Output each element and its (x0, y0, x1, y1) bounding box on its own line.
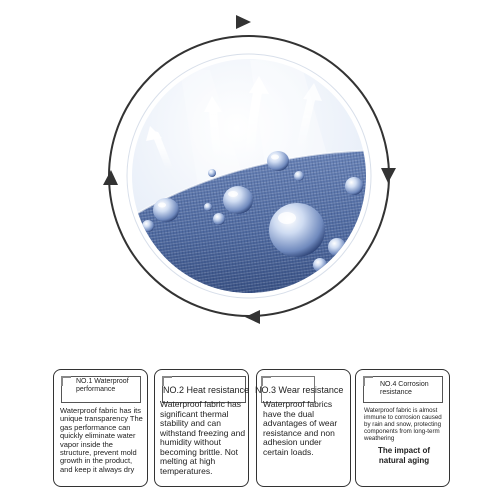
water-droplet-icon (345, 177, 363, 195)
water-droplet-icon (153, 198, 179, 222)
card-title: NO.3 Wear resistance (255, 385, 344, 395)
card-title-frame (261, 376, 315, 403)
water-droplet-icon (213, 213, 225, 225)
feature-card-corrosion: NO.4 Corrosion resistance Waterproof fab… (355, 369, 450, 487)
card-title: NO.1 Waterproof performance (76, 378, 129, 394)
rotation-arrow-icon (381, 168, 396, 183)
water-droplet-icon (267, 151, 289, 171)
rotation-arrow-icon (245, 310, 260, 324)
water-droplet-icon (204, 203, 212, 211)
rotation-arrow-icon (236, 15, 251, 29)
card-body: Waterproof fabric has significant therma… (160, 399, 246, 476)
vapor-arrow-icon (146, 126, 174, 174)
feature-card-heat: NO.2 Heat resistance Waterproof fabric h… (154, 369, 249, 487)
water-droplet-icon (294, 171, 304, 181)
vapor-arrow-icon (245, 76, 269, 163)
card-title-frame (61, 376, 141, 403)
card-body: Waterproof fabric has its unique transpa… (60, 406, 143, 474)
card-body: Waterproof fabrics have the dual advanta… (263, 399, 338, 457)
card-extra-note: The impact of natural aging (377, 446, 430, 465)
water-droplet-icon (269, 203, 325, 257)
hero-illustration (103, 15, 396, 324)
card-title: NO.4 Corrosion resistance (380, 381, 429, 397)
water-droplet-icon (223, 186, 253, 214)
card-title-frame (162, 376, 246, 403)
vapor-arrow-icon (204, 96, 222, 164)
vapor-arrow-icon (296, 83, 322, 154)
card-title: NO.2 Heat resistance (163, 385, 250, 395)
feature-card-waterproof: NO.1 Waterproof performance Waterproof f… (53, 369, 148, 487)
card-body: Waterproof fabric is almost immune to co… (364, 407, 442, 442)
water-droplet-icon (142, 220, 154, 232)
card-title-frame (363, 376, 443, 403)
feature-card-wear: NO.3 Wear resistance Waterproof fabrics … (255, 369, 351, 487)
rotation-arrow-icon (103, 170, 118, 185)
water-droplet-icon (208, 169, 216, 177)
